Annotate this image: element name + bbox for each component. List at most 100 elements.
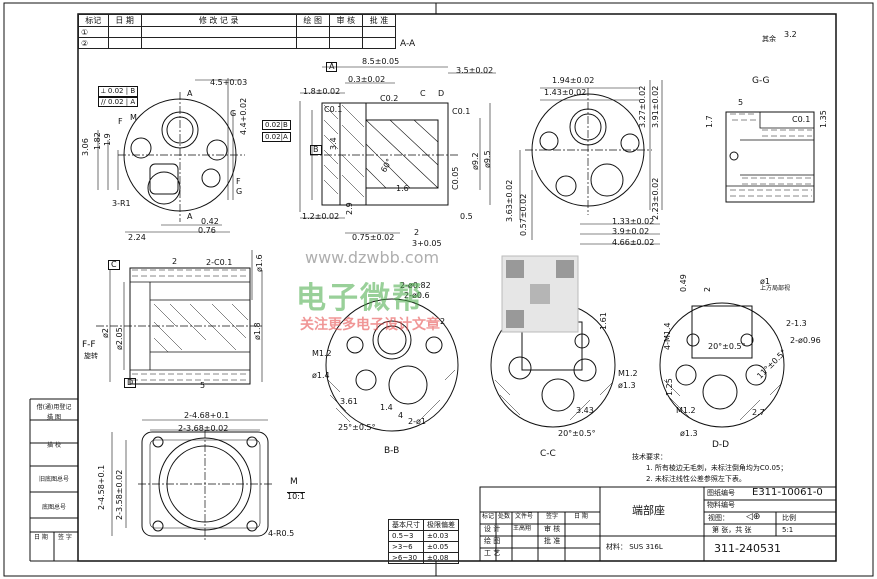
dim: 1.61 xyxy=(599,312,608,330)
dim: 1.33±0.02 xyxy=(612,217,655,226)
dim: 0.76 xyxy=(198,226,216,235)
watermark-brand: 电子微帮 xyxy=(296,281,424,316)
dim: 5 xyxy=(200,381,206,390)
tech-req-item: 2. 未标注线性公差参照左下表。 xyxy=(646,475,746,483)
dim: ø1.6 xyxy=(255,254,264,272)
dim: 4.5+0.03 xyxy=(210,78,248,87)
dim: G xyxy=(230,109,237,118)
dim: G xyxy=(236,187,243,196)
part-name: 端部座 xyxy=(632,504,665,517)
projection-symbol: ◁⊕ xyxy=(746,512,761,522)
section-label-cc: C-C xyxy=(540,449,556,459)
dim: 20°±0.5° xyxy=(708,342,746,351)
dim: 2.7 xyxy=(752,408,765,417)
dim: ø1.4 xyxy=(312,371,330,380)
dim: 2-1.3 xyxy=(786,319,807,328)
dim: 1.2±0.02 xyxy=(302,212,340,221)
tolerance-table: 基本尺寸极限偏差 0.5~3±0.03 >3~6±0.05 >6~30±0.08 xyxy=(388,519,459,564)
dim: 1.43±0.02 xyxy=(544,88,587,97)
dim: 3.43 xyxy=(576,406,594,415)
tb-draw-label: 绘 图 xyxy=(484,537,501,545)
tb-approve-label: 批 准 xyxy=(544,537,561,545)
gdt-frame: 0.02|A xyxy=(262,132,291,142)
side-label: 日 期 xyxy=(34,534,48,541)
dim: 2-3.58±0.02 xyxy=(115,469,124,520)
dim: 1.9 xyxy=(103,133,112,146)
dim: ø9.2 xyxy=(471,152,480,170)
datum-d: D xyxy=(124,378,137,388)
material: 材料： SUS 316L xyxy=(606,543,663,551)
dim: C0.1 xyxy=(324,105,343,114)
dim: ø1.3 xyxy=(618,381,636,390)
dim: 20°±0.5° xyxy=(558,429,596,438)
dim: D xyxy=(438,89,445,98)
dim: 2 xyxy=(172,257,178,266)
dim: 2-ø1 xyxy=(408,417,426,426)
side-label: 底图总号 xyxy=(41,504,66,511)
tb-ratio-label: 比例 xyxy=(782,514,796,522)
dim: 3.63±0.02 xyxy=(505,179,514,222)
dim: 2 xyxy=(414,228,420,237)
tb-sheet-label: 第 张，共 张 xyxy=(712,526,752,534)
watermark-url: www.dzwbb.com xyxy=(305,248,440,267)
section-label-m: M xyxy=(290,477,298,487)
tol-cell: ±0.03 xyxy=(423,530,459,542)
dim: ø2.05 xyxy=(115,327,124,350)
dim: 2.24 xyxy=(128,233,146,242)
section-label-ff-sub: 旋转 xyxy=(84,352,98,360)
gdt-frame: // 0.02 | A xyxy=(98,97,139,107)
tol-cell: >6~30 xyxy=(388,552,424,564)
section-label-gg: G-G xyxy=(752,76,770,86)
dim: ø1 xyxy=(760,277,770,286)
side-label: 描 图 xyxy=(47,414,61,421)
gdt-frame: ⟂ 0.02 | B xyxy=(98,86,139,97)
tb-mark-header: 签字 xyxy=(546,513,559,520)
dim: 0.49 xyxy=(679,274,688,292)
dim: 1.94±0.02 xyxy=(552,76,595,85)
tb-mark-header: 日 期 xyxy=(574,513,588,520)
dim: ø1.3 xyxy=(680,429,698,438)
tb-view-label: 视图： xyxy=(708,514,729,522)
tech-req-item: 1. 所有棱边无毛刺，未标注倒角均为C0.05； xyxy=(646,464,788,472)
revision-table: 标记 日 期 修 改 记 录 绘 图 审 核 批 准 ① ② xyxy=(78,14,397,49)
tol-cell: ±0.08 xyxy=(423,552,459,564)
dim: 0.57±0.02 xyxy=(519,193,528,236)
rev-header: 批 准 xyxy=(361,14,397,27)
dim: C0.1 xyxy=(792,115,811,124)
dim: 0.75±0.02 xyxy=(352,233,395,242)
side-label: 签 字 xyxy=(58,534,72,541)
material-number: 311-240531 xyxy=(714,542,781,555)
section-label-bb: B-B xyxy=(384,446,400,456)
dim: 2 xyxy=(440,317,446,326)
dim: C0.1 xyxy=(452,107,471,116)
dim: ø2 xyxy=(101,328,110,338)
dim: 1.8±0.02 xyxy=(303,87,341,96)
side-label: 旧底图总号 xyxy=(38,476,69,483)
rev-row-mark: ① xyxy=(78,26,109,38)
scale-ratio: 5:1 xyxy=(782,526,794,534)
datum-b: B xyxy=(310,145,322,155)
dim: 4.66±0.02 xyxy=(612,238,655,247)
rev-header: 审 核 xyxy=(328,14,363,27)
rev-header: 绘 图 xyxy=(295,14,330,27)
dim: 2-4.58+0.1 xyxy=(97,464,106,510)
gdt-frame: 0.02|B xyxy=(262,120,291,130)
dim: 4 xyxy=(398,411,404,420)
dim: 3.61 xyxy=(340,397,358,406)
section-label-ff: F-F xyxy=(82,340,96,350)
dim: M1.2 xyxy=(676,406,696,415)
dim: 2-ø0.96 xyxy=(790,336,821,345)
dim: M xyxy=(130,113,137,122)
dim: 1.7 xyxy=(705,115,714,128)
datum-c: C xyxy=(108,260,120,270)
dim: 0.5 xyxy=(460,212,473,221)
tb-designer: 王高翔 xyxy=(513,525,532,532)
dim: A xyxy=(187,89,193,98)
section-label-dd: D-D xyxy=(712,440,730,450)
dim: ø9.5 xyxy=(483,150,492,168)
dim: 2 xyxy=(703,286,712,292)
tech-req-title: 技术要求： xyxy=(632,453,667,461)
dim: 3.4 xyxy=(329,137,338,150)
